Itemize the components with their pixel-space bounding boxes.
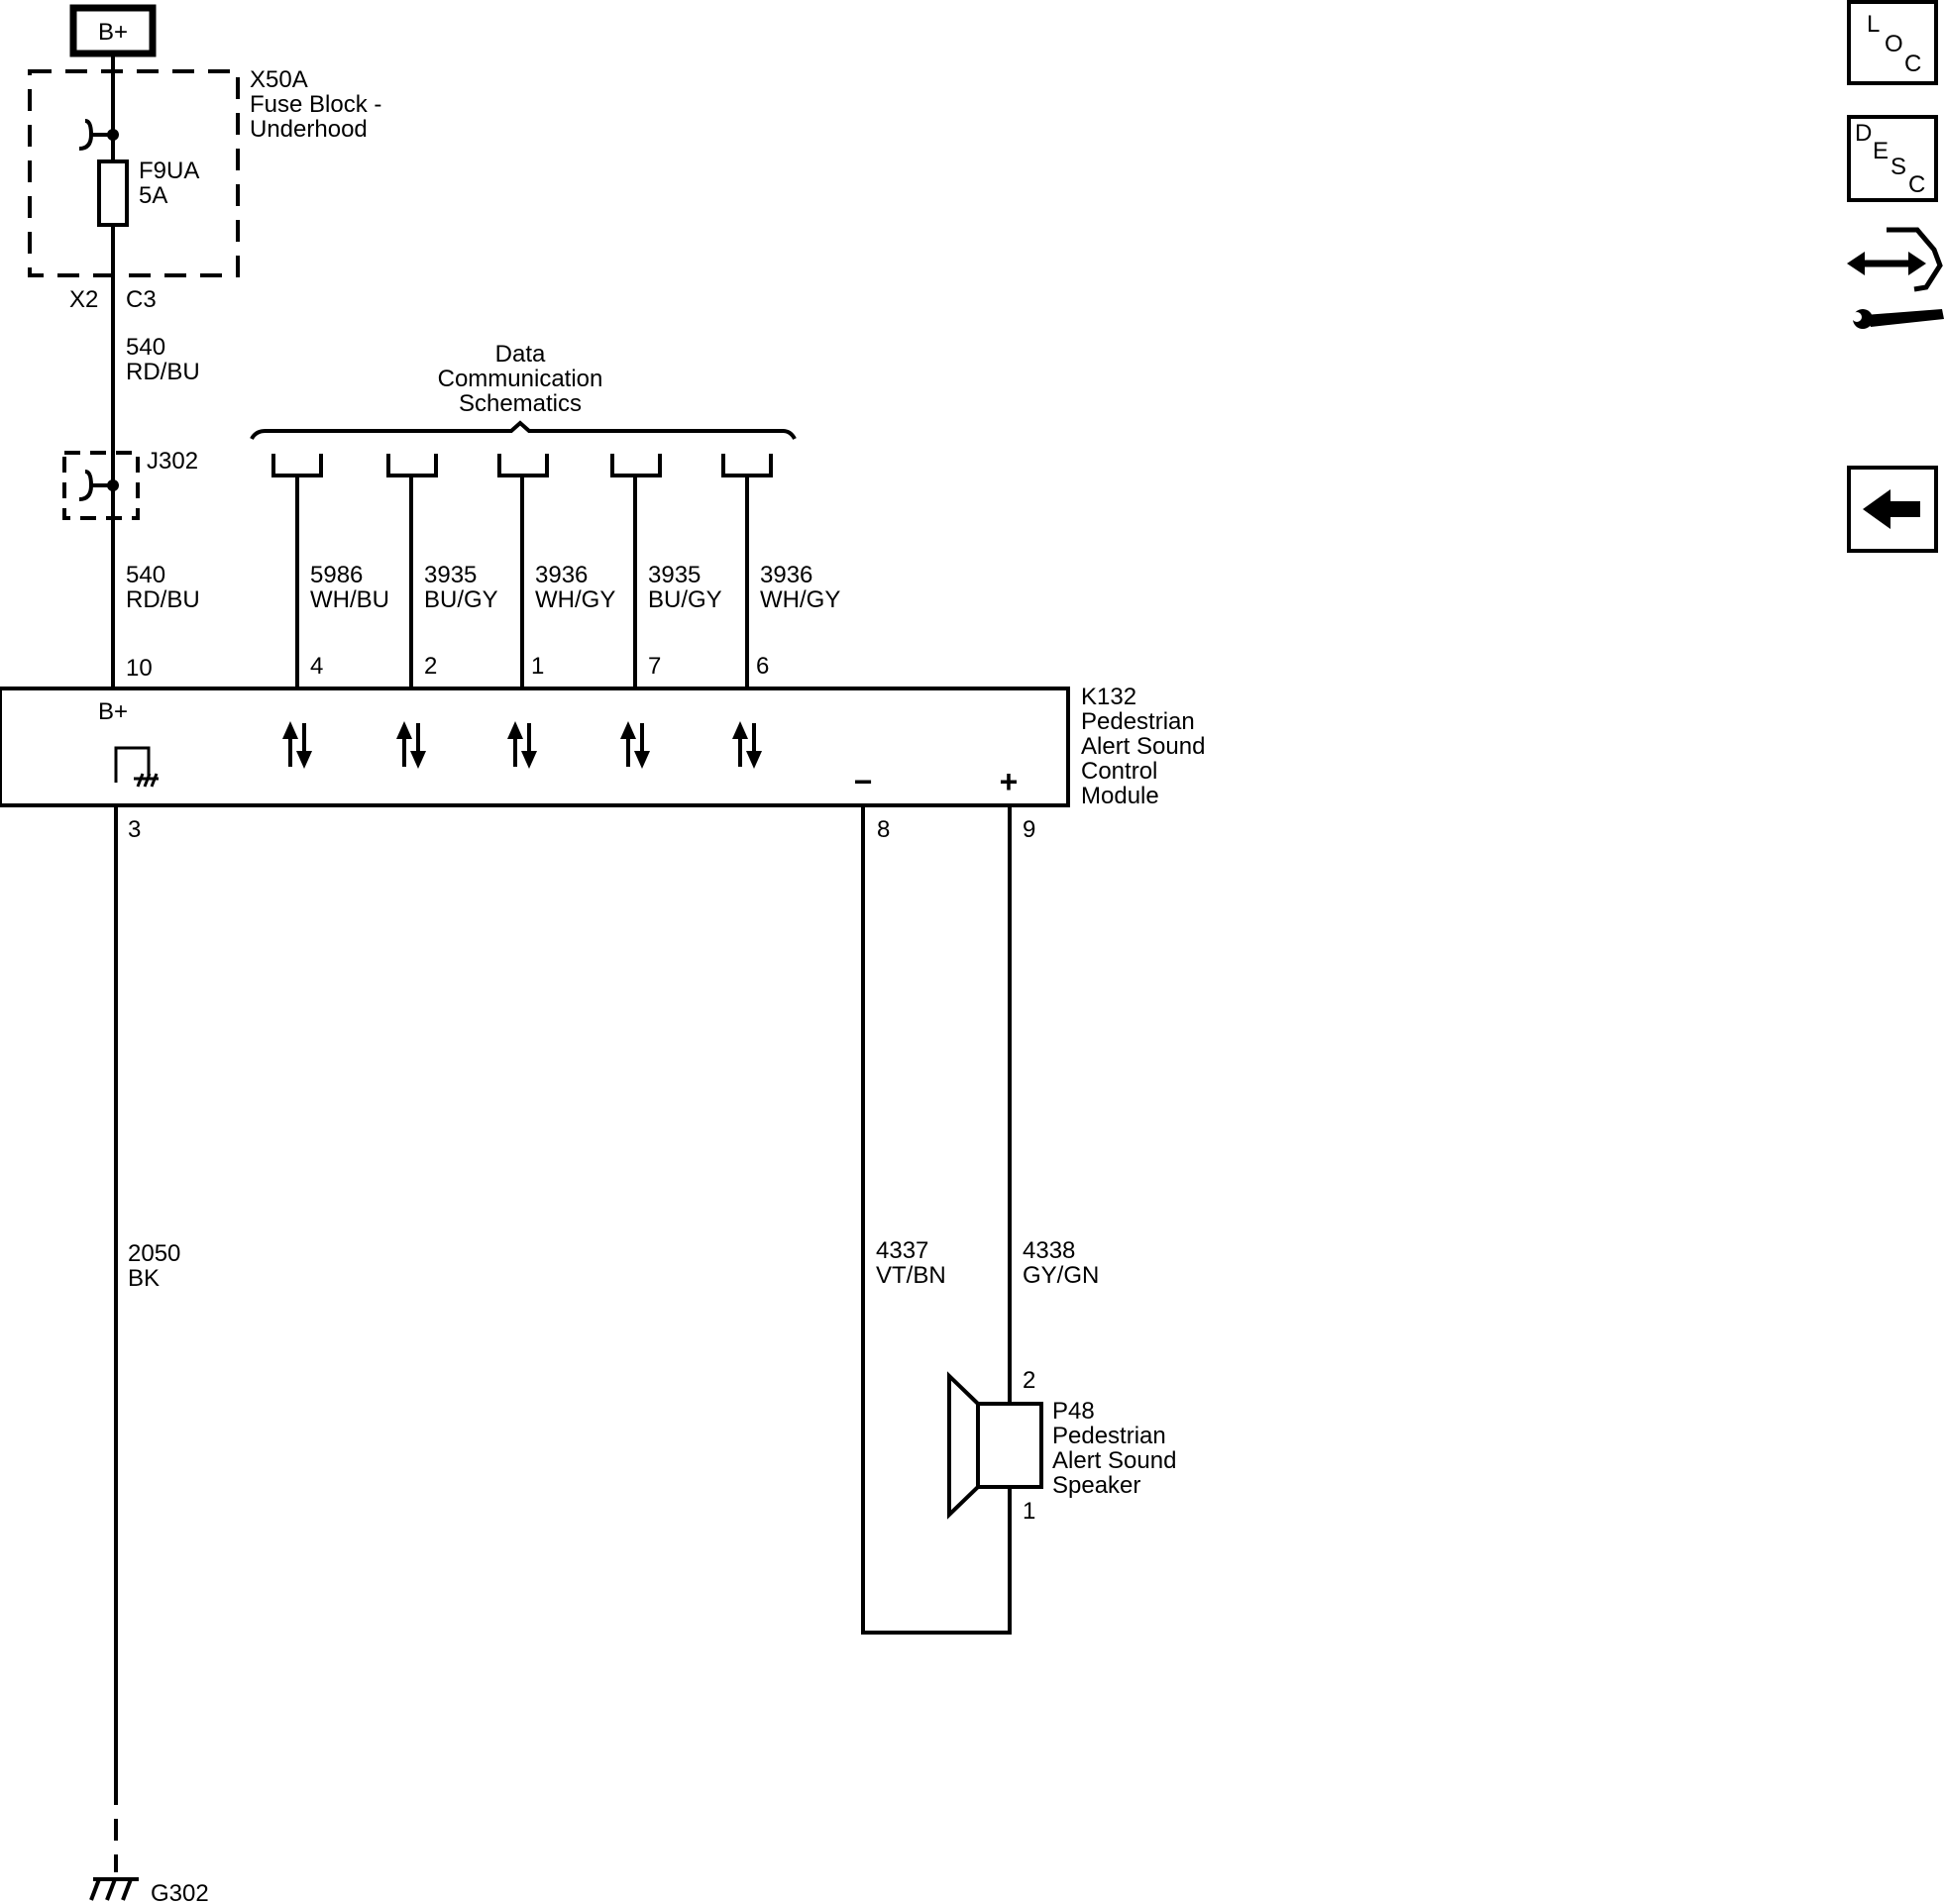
data-wire-circuit: 5986 [310, 562, 363, 588]
loc-letter: L [1867, 11, 1880, 38]
internal-ground-icon [134, 773, 159, 788]
plus-sign: + [1000, 764, 1019, 799]
loc-button[interactable]: L O C [1847, 0, 1938, 85]
speaker-pin-top: 2 [1023, 1367, 1035, 1394]
data-connector [271, 454, 323, 477]
wire-540-lower-circuit: 540 [126, 562, 165, 588]
module-id: K132 [1081, 684, 1136, 710]
ground-icon [89, 1877, 139, 1901]
data-wire-circuit: 3935 [648, 562, 701, 588]
plus-pin: 9 [1023, 816, 1035, 843]
speaker-name-2: Alert Sound [1052, 1447, 1176, 1474]
data-wire-pin: 4 [310, 653, 323, 680]
data-wire-circuit: 3936 [760, 562, 812, 588]
speaker-p48: 2 1 P48 Pedestrian Alert Sound Speaker [947, 1367, 1176, 1525]
data-wire-color: WH/GY [535, 586, 615, 613]
bus-bar-icon [78, 119, 113, 151]
data-comm-line-2: Communication [438, 366, 603, 392]
splice-icon [78, 470, 113, 501]
data-wire-pin: 2 [424, 653, 437, 680]
data-wires: 5986 WH/BU 4 3935 BU/GY 2 3936 WH/GY 1 3… [271, 454, 840, 688]
module-k132: B+ − + K132 Pedestrian Alert Sound [0, 684, 1205, 809]
wire-540-lower-color: RD/BU [126, 586, 200, 613]
desc-button[interactable]: D E S C [1847, 115, 1938, 202]
power-source: B+ [69, 4, 157, 57]
data-connector [610, 454, 662, 477]
ground-id: G302 [151, 1880, 209, 1904]
ground-pin: 3 [128, 816, 141, 843]
desc-letter: E [1873, 138, 1889, 164]
desc-letter: C [1908, 171, 1925, 198]
data-wire-color: WH/GY [760, 586, 840, 613]
desc-letter: S [1890, 154, 1906, 180]
module-name-4: Module [1081, 783, 1159, 809]
connector-repair-icon[interactable] [1847, 227, 1944, 329]
minus-sign: − [854, 764, 873, 799]
data-wire-color: BU/GY [648, 586, 722, 613]
data-wire-circuit: 3936 [535, 562, 588, 588]
speaker-wire-minus-color: VT/BN [876, 1262, 946, 1289]
bidirectional-arrow-icon [507, 721, 537, 769]
fuse-rating: 5A [139, 182, 167, 209]
module-name-1: Pedestrian [1081, 708, 1195, 735]
back-button[interactable] [1847, 466, 1938, 553]
speaker-cone-icon [947, 1371, 980, 1520]
bplus-pin: 10 [126, 655, 153, 682]
speaker-wire-plus-circuit: 4338 [1023, 1237, 1075, 1264]
loc-letter: C [1904, 51, 1921, 77]
bidirectional-arrow-icon [396, 721, 426, 769]
speaker-name-1: Pedestrian [1052, 1423, 1166, 1449]
fuse-block-name-1: Fuse Block - [250, 91, 381, 118]
bidirectional-arrow-icon [282, 721, 312, 769]
data-wire-color: BU/GY [424, 586, 498, 613]
connector-left: X2 [69, 286, 98, 313]
speaker-body [976, 1402, 1043, 1489]
fuse-block-name-2: Underhood [250, 116, 368, 143]
loc-letter: O [1885, 31, 1903, 57]
module-name-2: Alert Sound [1081, 733, 1205, 760]
data-communication-reference[interactable]: Data Communication Schematics [250, 341, 797, 440]
minus-pin: 8 [877, 816, 890, 843]
data-connector [386, 454, 438, 477]
wire-540-upper-circuit: 540 [126, 334, 165, 361]
data-wire-pin: 6 [756, 653, 769, 680]
splice-j302: J302 [62, 448, 198, 520]
fuse-icon [97, 159, 129, 227]
speaker-name-3: Speaker [1052, 1472, 1140, 1499]
data-wire-color: WH/BU [310, 586, 389, 613]
speaker-pin-bottom: 1 [1023, 1498, 1035, 1525]
splice-id: J302 [147, 448, 198, 475]
data-wire-pin: 1 [531, 653, 544, 680]
data-comm-line-3: Schematics [459, 390, 582, 417]
fuse-block-id: X50A [250, 66, 308, 93]
power-label: B+ [98, 19, 128, 46]
bidirectional-arrow-icon [620, 721, 650, 769]
speaker-wire-minus-circuit: 4337 [876, 1237, 928, 1264]
module-bplus-label: B+ [98, 698, 128, 725]
back-arrow-icon [1863, 489, 1920, 529]
data-comm-brace [250, 420, 797, 440]
speaker-wires [861, 805, 1012, 1635]
fuse-id: F9UA [139, 158, 199, 184]
desc-letter: D [1855, 120, 1872, 147]
data-wire-circuit: 3935 [424, 562, 477, 588]
fuse-block: X50A Fuse Block - Underhood F9UA 5A X2 C… [28, 66, 381, 313]
speaker-wire-plus-color: GY/GN [1023, 1262, 1099, 1289]
ground-wire-color: BK [128, 1265, 160, 1292]
internal-ground-wire [114, 746, 151, 783]
speaker-id: P48 [1052, 1398, 1095, 1425]
data-comm-line-1: Data [495, 341, 546, 368]
wire-540-upper-color: RD/BU [126, 359, 200, 385]
module-name-3: Control [1081, 758, 1157, 785]
ground-wire-circuit: 2050 [128, 1240, 180, 1267]
data-connector [721, 454, 773, 477]
connector-right: C3 [126, 286, 157, 313]
bidirectional-arrow-icon [732, 721, 762, 769]
data-connector [497, 454, 549, 477]
module-box [0, 687, 1070, 807]
data-wire-pin: 7 [648, 653, 661, 680]
